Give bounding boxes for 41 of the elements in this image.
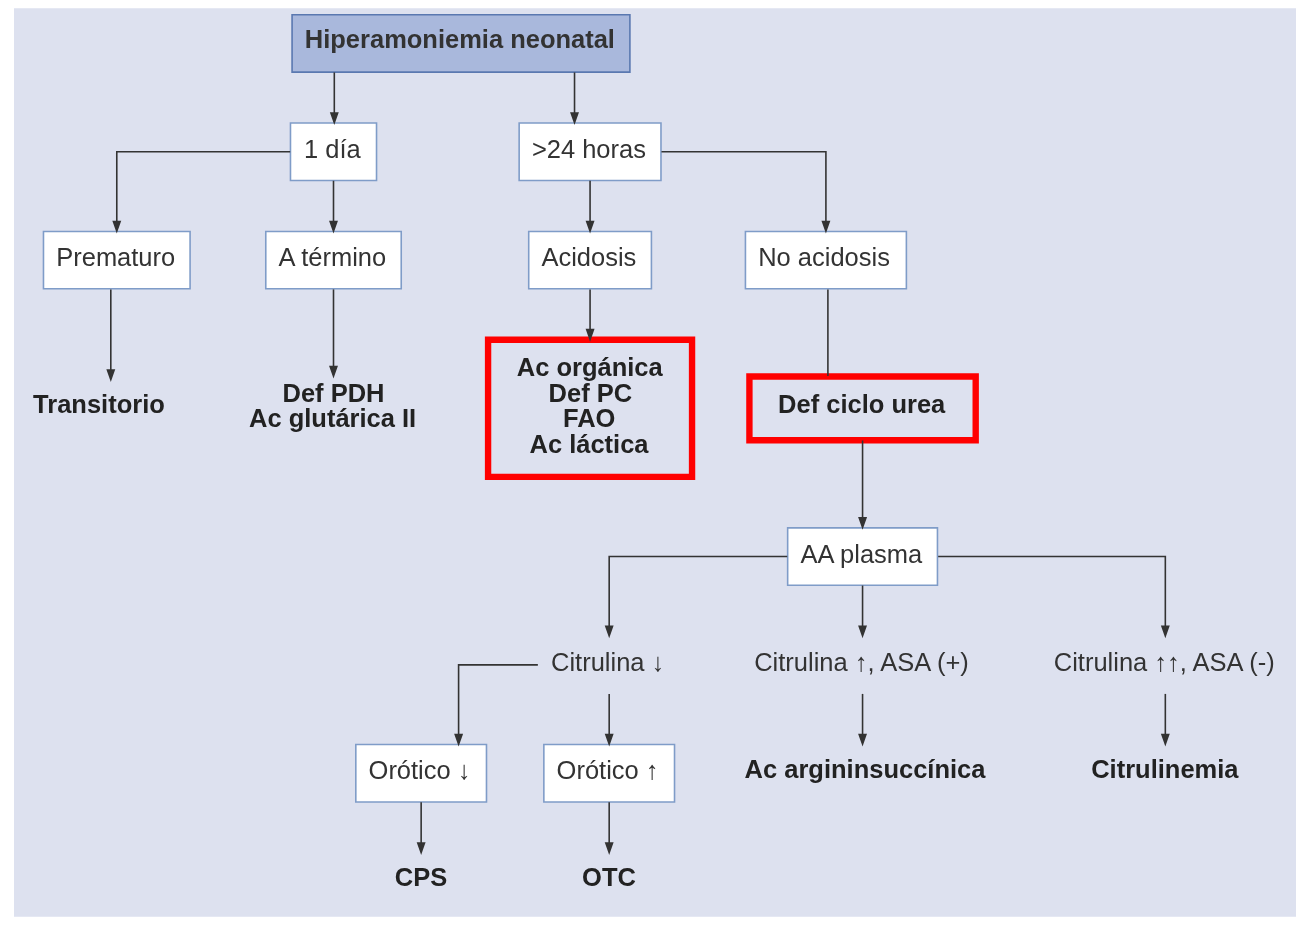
node-box: Hiperamoniemia neonatal <box>291 13 631 73</box>
node-box: No acidosis <box>744 230 908 290</box>
arrow <box>106 288 116 382</box>
node-text: Citrulina ↑, ASA (+) <box>754 647 969 676</box>
arrow <box>112 150 291 234</box>
arrow <box>329 71 339 126</box>
node-box: Prematuro <box>42 230 191 290</box>
arrow <box>454 664 539 747</box>
arrow <box>585 180 595 234</box>
node-box: Def ciclo urea <box>746 373 979 444</box>
node-text: Ac argininsuccínica <box>744 754 986 783</box>
node-box: Ac orgánica Def PC FAO Ac láctica <box>484 336 696 481</box>
arrow <box>858 693 867 747</box>
arrow <box>604 693 614 747</box>
arrow <box>570 71 579 126</box>
node-box: Orótico ↑ <box>543 743 676 803</box>
node-text: Def PDH Ac glutárica II <box>249 378 417 433</box>
node-text: Citrulinemia <box>1091 754 1239 783</box>
arrow <box>329 288 338 379</box>
node-text: Citrulina ↑↑, ASA (-) <box>1053 647 1275 676</box>
node-text: OTC <box>582 863 636 892</box>
arrow <box>329 180 338 234</box>
arrow <box>585 288 595 342</box>
node-box: A término <box>265 230 403 290</box>
arrow <box>937 555 1170 639</box>
node-box: 1 día <box>289 122 378 182</box>
connector <box>827 288 829 377</box>
node-text: Citrulina ↓ <box>551 647 665 676</box>
arrow <box>604 801 614 855</box>
node-text: CPS <box>394 863 448 892</box>
node-text: Transitorio <box>33 389 165 418</box>
arrow <box>416 801 426 855</box>
node-box: AA plasma <box>786 527 939 586</box>
node-box: Acidosis <box>527 230 653 290</box>
node-box: Orótico ↓ <box>355 743 488 803</box>
arrow <box>660 150 831 234</box>
arrow <box>1160 693 1170 747</box>
node-box: >24 horas <box>518 122 662 182</box>
arrow <box>858 439 867 530</box>
arrow <box>604 555 789 639</box>
arrow <box>858 584 867 639</box>
